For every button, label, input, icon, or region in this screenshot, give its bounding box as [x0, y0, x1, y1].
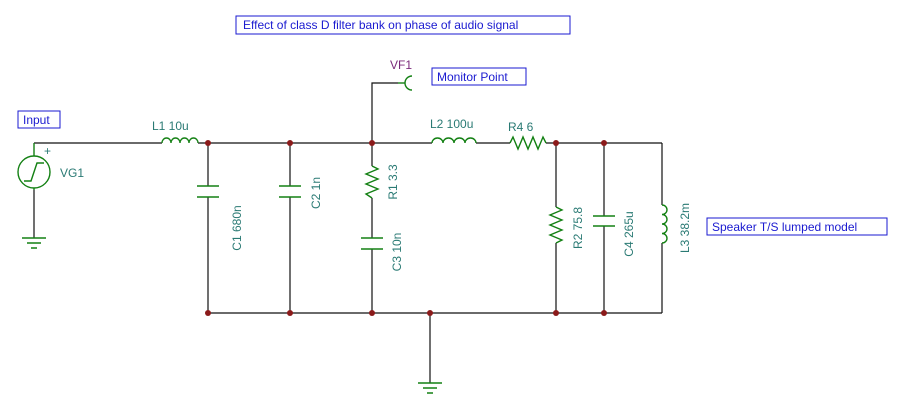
- monitor-point-text: Monitor Point: [437, 70, 508, 84]
- junction-node: [427, 310, 433, 316]
- monitor-point-note: Monitor Point: [431, 67, 527, 86]
- resistor-r4[interactable]: [509, 135, 547, 151]
- source-plus-sign: +: [44, 144, 51, 158]
- junction-node: [287, 310, 293, 316]
- junction-node: [553, 140, 559, 146]
- probe-label: VF1: [390, 58, 412, 72]
- l2-label: L2 100u: [430, 117, 473, 131]
- junction-node: [369, 310, 375, 316]
- junction-node: [553, 310, 559, 316]
- c1-label: C1 680n: [230, 205, 244, 250]
- voltage-probe-vf1[interactable]: [398, 75, 413, 91]
- voltage-source-vg1[interactable]: [17, 143, 51, 190]
- c4-label: C4 265u: [622, 211, 636, 256]
- inductor-l3[interactable]: [661, 204, 668, 244]
- r1-label: R1 3.3: [386, 164, 400, 200]
- junction-node: [205, 140, 211, 146]
- inductor-l1[interactable]: [161, 137, 199, 144]
- r2-label: R2 75.8: [571, 207, 585, 249]
- wires: [33, 82, 663, 383]
- title-note: Effect of class D filter bank on phase o…: [235, 15, 571, 35]
- capacitor-c2[interactable]: [279, 185, 301, 198]
- junction-nodes: [205, 140, 607, 316]
- input-note-text: Input: [23, 113, 50, 127]
- junction-node: [601, 310, 607, 316]
- resistor-r2[interactable]: [548, 206, 564, 244]
- r4-label: R4 6: [508, 120, 534, 134]
- capacitor-c4[interactable]: [593, 215, 615, 227]
- capacitor-c3[interactable]: [361, 237, 383, 250]
- speaker-model-note: Speaker T/S lumped model: [706, 217, 888, 236]
- resistor-r1[interactable]: [364, 165, 380, 199]
- ground-symbol-source: [22, 237, 46, 249]
- junction-node: [287, 140, 293, 146]
- ground-symbol-main: [418, 382, 442, 394]
- title-text: Effect of class D filter bank on phase o…: [243, 18, 518, 32]
- source-label: VG1: [60, 166, 84, 180]
- junction-node: [369, 140, 375, 146]
- junction-node: [601, 140, 607, 146]
- l3-label: L3 38.2m: [678, 203, 692, 253]
- speaker-model-text: Speaker T/S lumped model: [712, 220, 857, 234]
- junction-node: [205, 310, 211, 316]
- c3-label: C3 10n: [390, 233, 404, 272]
- l1-label: L1 10u: [152, 119, 189, 133]
- inductor-l2[interactable]: [431, 137, 477, 144]
- capacitor-c1[interactable]: [197, 185, 219, 198]
- input-note: Input: [17, 110, 61, 129]
- c2-label: C2 1n: [309, 177, 323, 209]
